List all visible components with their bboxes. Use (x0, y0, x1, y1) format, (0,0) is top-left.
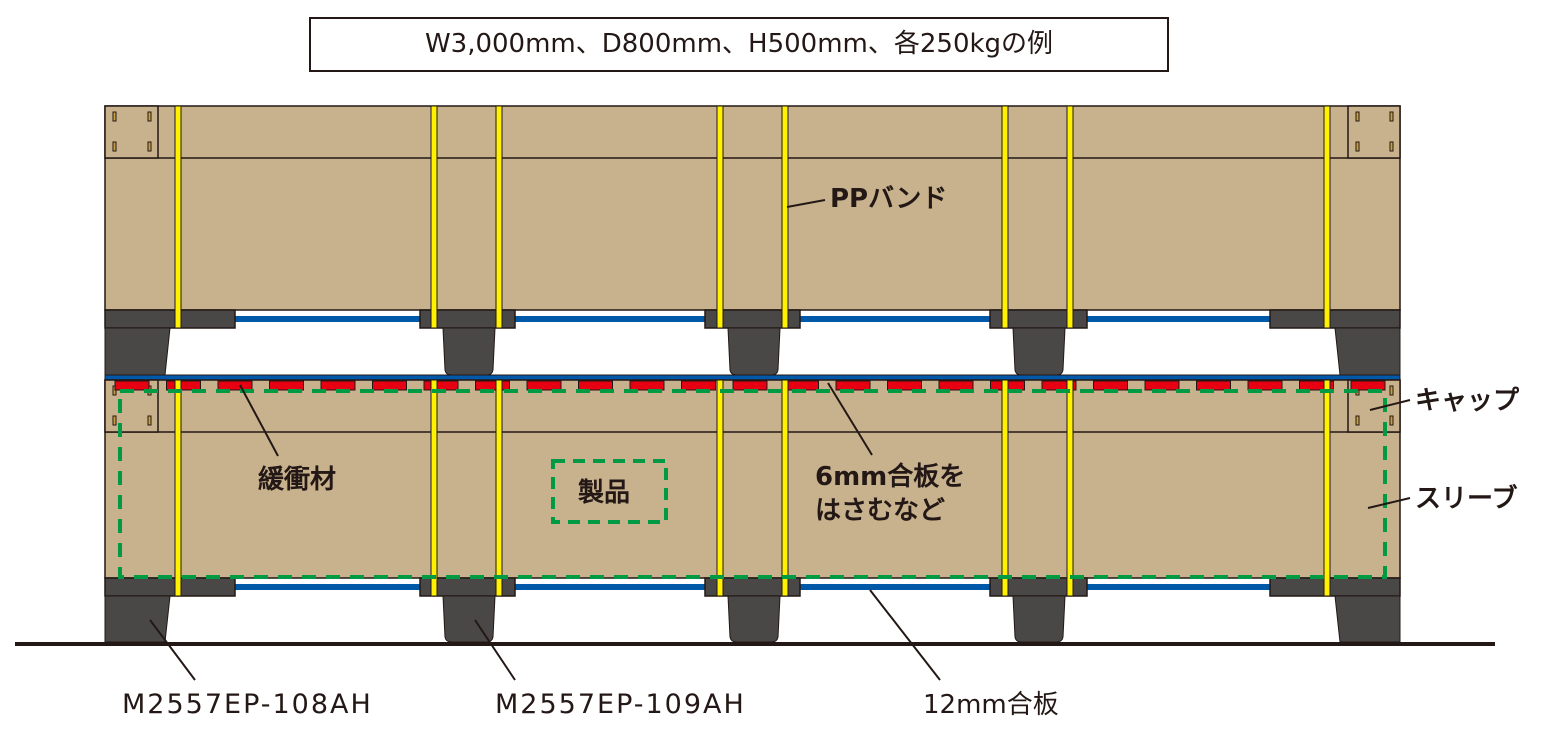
leader-line (149, 619, 196, 681)
cap-slot-icon (1355, 141, 1360, 152)
pallet-foot (727, 327, 781, 376)
cap-slot-icon (1389, 141, 1394, 152)
pallet-foot (104, 327, 171, 376)
leader-line (474, 619, 516, 681)
diagram-title: W3,000mm、D800mm、H500mm、各250kgの例 (309, 17, 1169, 72)
cap-slot-icon (112, 141, 117, 152)
pallet-foot (1012, 595, 1066, 643)
pp-band (716, 379, 724, 597)
sleeve (104, 379, 1401, 579)
cushion-pad (1350, 380, 1386, 391)
cap-slot-icon (147, 415, 152, 426)
label-sleeve: スリーブ (1415, 484, 1518, 514)
cushion-pad (423, 380, 459, 391)
pallet-foot (1334, 595, 1401, 643)
label-pallet-end: M2557EP-108AH (122, 689, 373, 720)
label-cushion: 緩衝材 (258, 465, 337, 495)
ground-line (15, 642, 1495, 646)
pp-band (495, 105, 503, 329)
label-pp-band: PPバンド (830, 184, 948, 214)
pp-band (174, 105, 182, 329)
cushion-pad (320, 380, 356, 391)
cushion-pad (1093, 380, 1128, 391)
pallet-deck (104, 309, 236, 329)
pallet-deck (1269, 577, 1401, 597)
cushion-pad (475, 380, 510, 391)
cap-slot-icon (1355, 415, 1360, 426)
pallet-deck (1269, 309, 1401, 329)
pp-band (1066, 105, 1074, 329)
leader-line (239, 384, 279, 457)
pp-band (716, 105, 724, 329)
pp-band (430, 105, 438, 329)
cap-slot-icon (1389, 111, 1394, 122)
cap-slot-icon (112, 111, 117, 122)
cushion-pad (732, 380, 768, 391)
pallet-foot (442, 595, 496, 643)
cushion-pad (217, 380, 253, 391)
label-plywood-12mm: 12mm合板 (923, 690, 1059, 720)
cap-slot-icon (1355, 111, 1360, 122)
label-cap: キャップ (1415, 386, 1520, 416)
cushion-pad (1247, 380, 1283, 391)
pallet-foot (1334, 327, 1401, 376)
cushion-pad (1196, 380, 1231, 391)
cushion-pad (938, 380, 974, 391)
cap-slot-icon (1389, 385, 1394, 396)
cap-slot-icon (112, 415, 117, 426)
pallet-foot (1012, 327, 1066, 376)
label-plywood-6mm-1: 6mm合板を (815, 462, 966, 492)
label-pallet-mid: M2557EP-109AH (495, 689, 746, 720)
pp-band (781, 379, 789, 597)
label-plywood-6mm-2: はさむなど (815, 496, 946, 526)
pallet-foot (727, 595, 781, 643)
cushion-pad (681, 380, 716, 391)
cap-slot-icon (1389, 415, 1394, 426)
pp-band (1323, 105, 1331, 329)
cushion-pad (526, 380, 562, 391)
pp-band (430, 379, 438, 597)
cushion-pad (835, 380, 871, 391)
product-outline (118, 389, 1387, 579)
cushion-pad (1299, 380, 1334, 391)
pp-band (781, 105, 789, 329)
cushion-pad (269, 380, 304, 391)
pp-band (495, 379, 503, 597)
pp-band (1066, 379, 1074, 597)
cushion-pad (372, 380, 407, 391)
cushion-pad (1144, 380, 1180, 391)
cap-slot-icon (147, 141, 152, 152)
sleeve (104, 105, 1401, 311)
label-product: 製品 (578, 478, 631, 508)
product-marker (551, 459, 668, 524)
leader-line (1369, 399, 1411, 411)
cushion-pad (629, 380, 665, 391)
leader-line (869, 589, 941, 681)
cushion-pad (578, 380, 613, 391)
cap-slot-icon (147, 111, 152, 122)
pp-band (174, 379, 182, 597)
pallet-foot (442, 327, 496, 376)
leader-line (1367, 497, 1411, 509)
pp-band (1323, 379, 1331, 597)
pallet-deck (104, 577, 236, 597)
cushion-pad (114, 380, 150, 391)
leader-line (786, 199, 826, 208)
cushion-pad (166, 380, 201, 391)
cushion-pad (784, 380, 819, 391)
cushion-pad (887, 380, 922, 391)
pp-band (1001, 379, 1009, 597)
leader-line (827, 382, 873, 456)
pp-band (1001, 105, 1009, 329)
